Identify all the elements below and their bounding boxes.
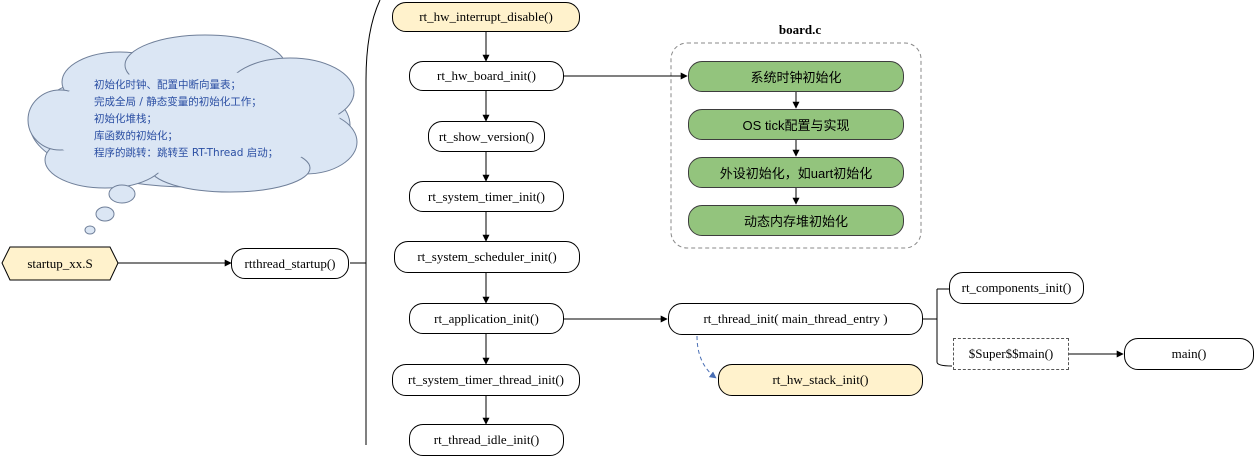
arrow-stack-init bbox=[696, 335, 717, 379]
system-timer-init-node[interactable]: rt_system_timer_init() bbox=[409, 181, 564, 212]
startup-file-node[interactable]: startup_xx.S bbox=[27, 255, 93, 271]
startup-file-shape bbox=[1, 246, 119, 281]
cloud-note: 初始化堆栈； bbox=[94, 113, 157, 125]
scheduler-init-node[interactable]: rt_system_scheduler_init() bbox=[394, 241, 580, 273]
application-init-node[interactable]: rt_application_init() bbox=[409, 303, 564, 334]
cloud-bubble bbox=[108, 184, 136, 204]
board-container bbox=[670, 42, 922, 249]
cloud-bubble bbox=[95, 206, 115, 222]
rtthread-startup-node[interactable]: rtthread_startup() bbox=[231, 248, 349, 279]
cloud-bubble bbox=[84, 225, 96, 235]
timer-thread-init-node[interactable]: rt_system_timer_thread_init() bbox=[392, 364, 580, 396]
cloud-note: 程序的跳转：跳转至 RT-Thread 启动； bbox=[94, 147, 279, 159]
board-step-ostick[interactable]: OS tick配置与实现 bbox=[688, 109, 904, 140]
cloud-note: 完成全局 / 静态变量的初始化工作； bbox=[94, 96, 262, 108]
brace-line bbox=[365, 0, 381, 445]
branch-bracket bbox=[923, 288, 953, 367]
board-init-node[interactable]: rt_hw_board_init() bbox=[409, 61, 564, 91]
cloud-note: 初始化时钟、配置中断向量表； bbox=[94, 79, 241, 91]
interrupt-disable-node[interactable]: rt_hw_interrupt_disable() bbox=[392, 2, 580, 32]
board-step-heap[interactable]: 动态内存堆初始化 bbox=[688, 205, 904, 236]
thread-init-node[interactable]: rt_thread_init( main_thread_entry ) bbox=[668, 303, 923, 335]
stack-init-node[interactable]: rt_hw_stack_init() bbox=[718, 364, 923, 396]
flow-diagram bbox=[1, 0, 1124, 445]
main-node[interactable]: main() bbox=[1124, 338, 1254, 370]
show-version-node[interactable]: rt_show_version() bbox=[428, 121, 545, 152]
components-init-node[interactable]: rt_components_init() bbox=[949, 272, 1084, 304]
board-step-clock[interactable]: 系统时钟初始化 bbox=[688, 61, 904, 92]
cloud-note: 库函数的初始化； bbox=[94, 130, 178, 142]
board-step-peripheral[interactable]: 外设初始化，如uart初始化 bbox=[688, 157, 904, 188]
cloud-center bbox=[40, 70, 340, 174]
idle-init-node[interactable]: rt_thread_idle_init() bbox=[409, 424, 564, 456]
board-title: board.c bbox=[778, 22, 822, 37]
super-main-node[interactable]: $Super$$main() bbox=[953, 338, 1069, 370]
cloud-notes: 初始化时钟、配置中断向量表； 完成全局 / 静态变量的初始化工作； 初始化堆栈；… bbox=[94, 77, 278, 162]
